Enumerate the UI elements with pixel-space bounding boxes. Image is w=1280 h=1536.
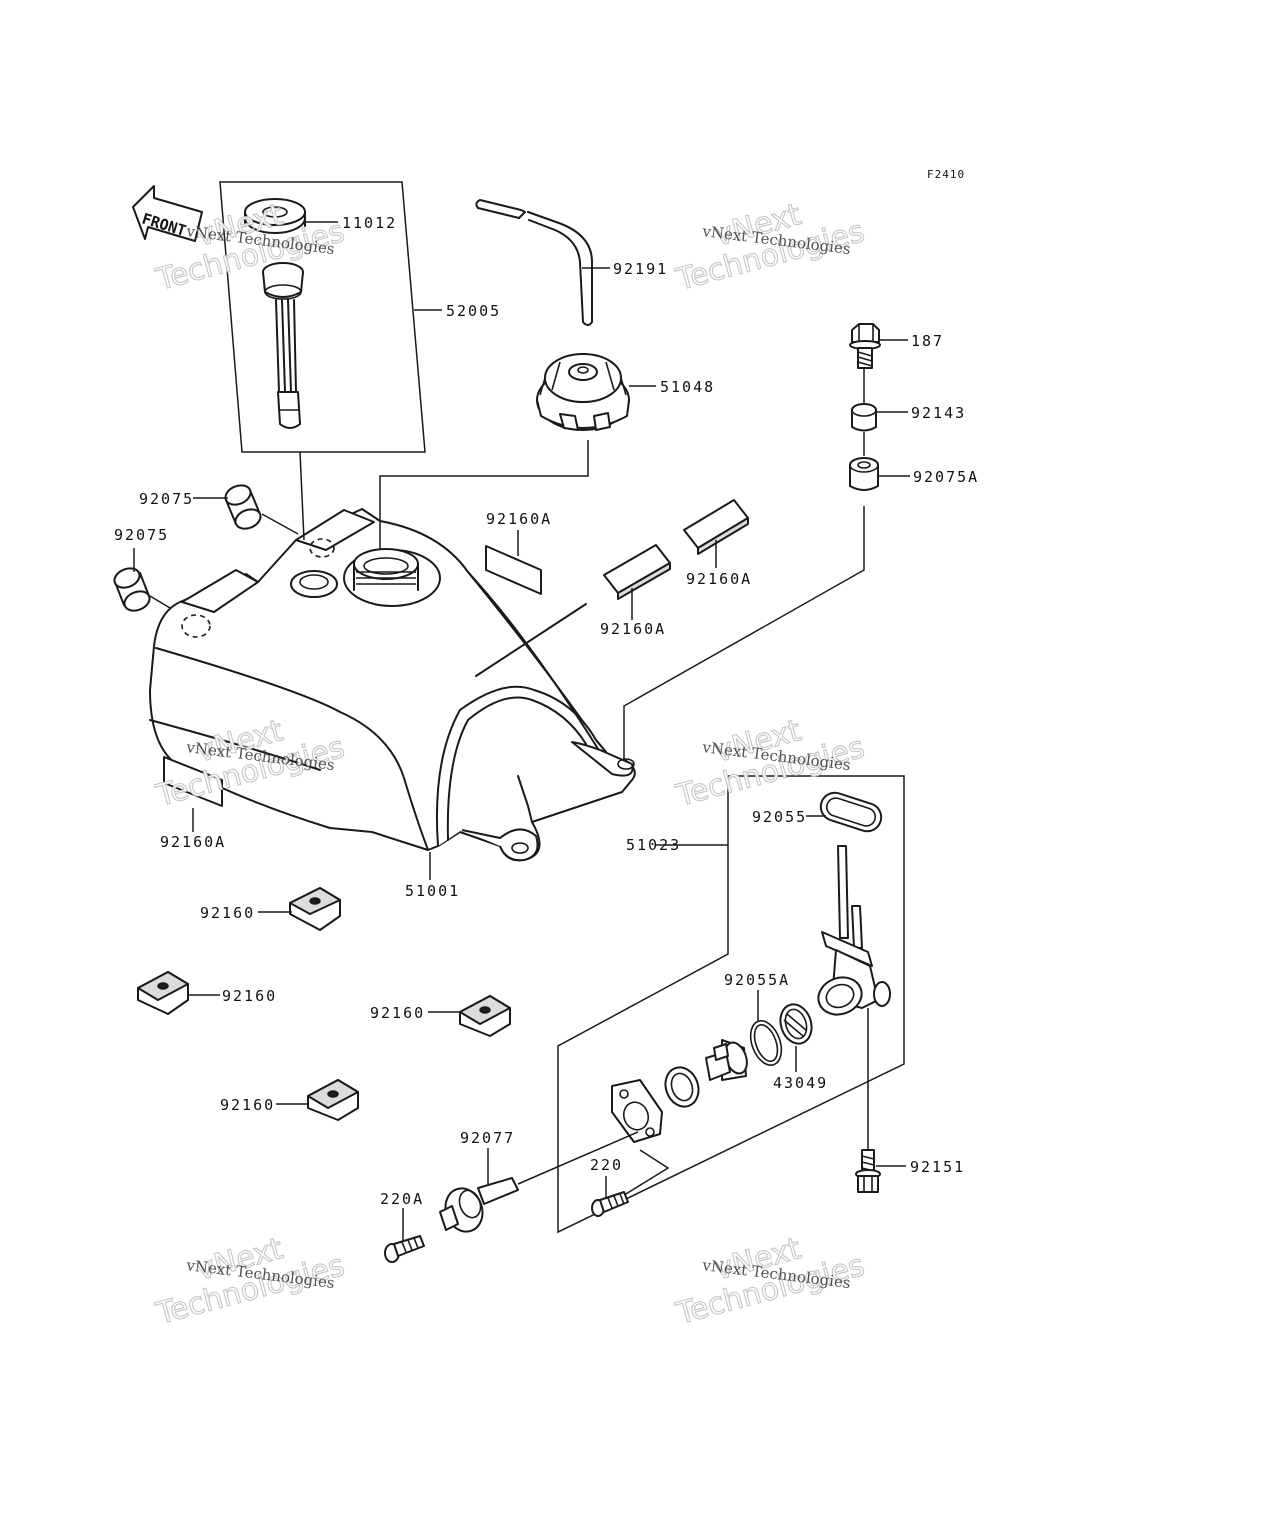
figure-code: F2410	[927, 168, 965, 181]
label-92160A-right: 92160A	[686, 570, 752, 588]
gauge-assembly-frame	[219, 181, 426, 453]
label-92160-c: 92160	[370, 1004, 425, 1022]
collar-92143	[851, 403, 877, 432]
label-92143: 92143	[911, 404, 966, 422]
screw-220	[591, 1191, 629, 1217]
label-92075A: 92075A	[913, 468, 979, 486]
watermark-top-right: vNext Technologies vNext Technologies	[671, 197, 868, 299]
fuel-cap-51048	[536, 353, 630, 431]
watermark-bottom-left: vNext Technologies vNext Technologies	[151, 1231, 348, 1333]
label-92055: 92055	[752, 808, 807, 826]
label-51048: 51048	[660, 378, 715, 396]
label-92160A-top: 92160A	[486, 510, 552, 528]
pad-92160A-left	[163, 756, 223, 807]
label-92160A-middle: 92160A	[600, 620, 666, 638]
damper-92075-lower	[113, 567, 151, 612]
fuel-gauge-sender	[262, 262, 304, 429]
label-92160-d: 92160	[220, 1096, 275, 1114]
label-43049: 43049	[773, 1074, 828, 1092]
label-92151: 92151	[910, 1158, 965, 1176]
label-92160-a: 92160	[200, 904, 255, 922]
bracket-92160-b	[137, 971, 189, 1015]
bolt-92151	[855, 1149, 881, 1193]
pad-92160A-right-top	[683, 499, 749, 555]
callout-labels: 11012 52005 92191 51048 187 92143 92075A…	[114, 214, 979, 1208]
pad-92160A-middle	[603, 544, 671, 600]
bracket-92160-a	[289, 887, 341, 931]
bracket-92160-c	[459, 995, 511, 1037]
oring-92055	[819, 791, 883, 833]
valve-lever	[705, 1039, 748, 1081]
bolt-187	[849, 323, 881, 369]
label-52005: 52005	[446, 302, 501, 320]
damper-92075-upper	[224, 484, 262, 530]
valve-plate	[611, 1079, 663, 1143]
fuel-tank-51001	[149, 508, 636, 862]
label-51001: 51001	[405, 882, 460, 900]
label-92191: 92191	[613, 260, 668, 278]
gauge-grommet-11012	[244, 198, 306, 234]
label-92160-b: 92160	[222, 987, 277, 1005]
label-220: 220	[590, 1156, 623, 1174]
watermark-bottom-right: vNext Technologies vNext Technologies	[671, 1231, 868, 1333]
valve-ring	[664, 1066, 700, 1108]
damper-92075A	[849, 457, 879, 491]
label-92075-lower: 92075	[114, 526, 169, 544]
label-92160A-left: 92160A	[160, 833, 226, 851]
drain-92077	[439, 1177, 519, 1233]
fuel-cock-frame	[557, 775, 905, 1234]
bracket-92160-d	[307, 1079, 359, 1121]
breather-hose-92191	[475, 199, 593, 326]
label-92055A: 92055A	[724, 971, 790, 989]
label-92077: 92077	[460, 1129, 515, 1147]
screw-220A	[384, 1235, 425, 1263]
label-187: 187	[911, 332, 944, 350]
pad-92160A-top	[485, 545, 542, 595]
leader-lines	[133, 221, 910, 1242]
label-220A: 220A	[380, 1190, 424, 1208]
label-51023: 51023	[626, 836, 681, 854]
fuel-cock-body	[817, 845, 891, 1016]
gasket-43049	[779, 1003, 813, 1045]
label-11012: 11012	[342, 214, 397, 232]
label-92075-upper: 92075	[139, 490, 194, 508]
